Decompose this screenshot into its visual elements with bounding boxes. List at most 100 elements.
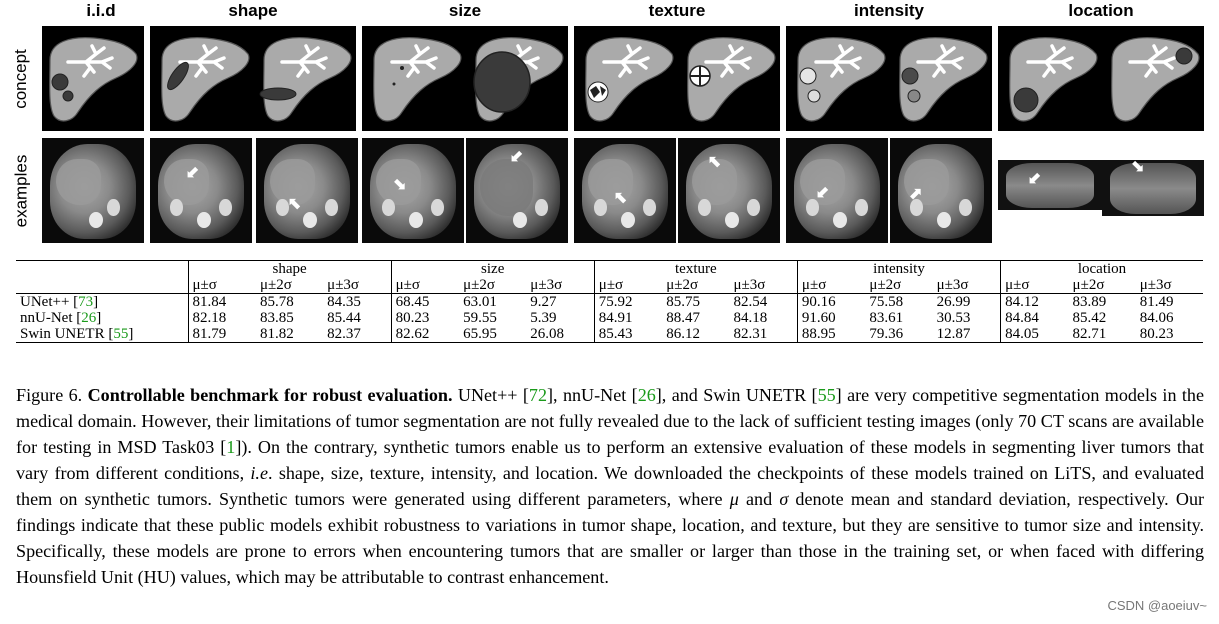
example-intensity-ct-2: ⬈ bbox=[890, 138, 992, 243]
column-header-location: location bbox=[1068, 1, 1134, 20]
table-cell: 88.95 bbox=[796, 326, 866, 343]
example-location-ct-1: ⬋ bbox=[998, 160, 1102, 210]
table-cell: 84.35 bbox=[327, 294, 361, 310]
caption-title: Controllable benchmark for robust evalua… bbox=[87, 385, 453, 405]
table-cell: 59.55 bbox=[463, 310, 497, 326]
arrow-icon: ⬋ bbox=[510, 146, 525, 166]
figure-6: i.i.d shape size texture intensity locat… bbox=[0, 0, 1219, 250]
table-cell: 81.49 bbox=[1139, 294, 1174, 310]
table-cell: 75.92 bbox=[593, 293, 663, 310]
group-header-shape: shape bbox=[187, 260, 392, 277]
concept-location-panel bbox=[998, 26, 1204, 131]
model-name: Swin UNETR bbox=[20, 326, 105, 342]
caption-text: UNet++ [ bbox=[457, 385, 529, 405]
table-cell: 85.78 bbox=[259, 294, 294, 310]
table-cell: 82.62 bbox=[390, 326, 460, 343]
example-texture-ct-2: ⬉ bbox=[678, 138, 780, 243]
arrow-icon: ⬋ bbox=[1028, 168, 1043, 188]
table-cell: 81.84 bbox=[187, 293, 256, 310]
concept-intensity-panel bbox=[786, 26, 992, 131]
table-cell: 79.36 bbox=[865, 326, 933, 343]
table-cell: 88.47 bbox=[666, 310, 701, 326]
table-group-header-row: shape size texture intensity location bbox=[16, 260, 1203, 277]
column-header-iid: i.i.d bbox=[86, 1, 116, 20]
table-cell: 30.53 bbox=[936, 310, 971, 326]
table-cell: 83.61 bbox=[869, 310, 904, 326]
table-cell: 82.18 bbox=[187, 310, 256, 326]
citation-link[interactable]: 55 bbox=[113, 326, 129, 342]
subheader: μ±σ bbox=[390, 277, 460, 294]
example-shape-ct-1: ⬋ bbox=[150, 138, 252, 243]
caption-text: . shape, size, texture, intensity, and l… bbox=[16, 463, 1204, 509]
table-cell: 84.84 bbox=[1000, 310, 1069, 326]
table-cell: 83.89 bbox=[1072, 294, 1107, 310]
citation-link[interactable]: 73 bbox=[78, 294, 94, 310]
table-cell: 12.87 bbox=[932, 326, 1001, 343]
row-label-examples: examples bbox=[11, 154, 31, 227]
model-name: UNet++ bbox=[20, 294, 70, 310]
subheader: μ±σ bbox=[1000, 277, 1069, 294]
table-cell: 5.39 bbox=[530, 310, 557, 326]
subheader: μ±3σ bbox=[729, 277, 798, 294]
arrow-icon: ⬊ bbox=[392, 174, 407, 194]
table-cell: 84.91 bbox=[593, 310, 663, 326]
table-cell: 75.58 bbox=[869, 294, 904, 310]
subheader: μ±σ bbox=[796, 277, 866, 294]
table-cell: 84.06 bbox=[1139, 310, 1174, 326]
caption-text: ] are very competitive segmentation mode… bbox=[16, 385, 1204, 457]
table-cell: 84.18 bbox=[733, 310, 768, 326]
table-cell: 68.45 bbox=[390, 293, 460, 310]
column-header-texture: texture bbox=[648, 1, 706, 20]
table-cell: 85.44 bbox=[327, 310, 361, 326]
caption-text: and bbox=[738, 489, 780, 509]
table-cell: 65.95 bbox=[459, 326, 527, 343]
example-size-ct-2: ⬋ bbox=[466, 138, 568, 243]
table-cell: 81.82 bbox=[255, 326, 324, 343]
citation-link[interactable]: 26 bbox=[81, 310, 97, 326]
subheader: μ±2σ bbox=[662, 277, 730, 294]
figure-caption: Figure 6. Controllable benchmark for rob… bbox=[16, 382, 1204, 590]
subheader: μ±3σ bbox=[1135, 277, 1203, 294]
subheader: μ±3σ bbox=[526, 277, 595, 294]
arrow-icon: ⬉ bbox=[614, 188, 629, 208]
group-header-size: size bbox=[390, 260, 595, 277]
subheader: μ±σ bbox=[187, 277, 256, 294]
concept-iid-panel bbox=[42, 26, 144, 131]
table-cell: 85.43 bbox=[593, 326, 663, 343]
table-cell: 26.99 bbox=[936, 294, 971, 310]
subheader: μ±2σ bbox=[865, 277, 933, 294]
table-cell: 81.79 bbox=[187, 326, 256, 343]
arrow-icon: ⬉ bbox=[288, 194, 303, 214]
concept-shape-panel bbox=[150, 26, 356, 131]
citation-link[interactable]: 1 bbox=[226, 437, 236, 457]
example-texture-ct-1: ⬉ bbox=[574, 138, 676, 243]
mu-symbol: μ bbox=[729, 489, 739, 509]
table-cell: 86.12 bbox=[662, 326, 730, 343]
example-location-ct-2: ⬊ bbox=[1102, 160, 1204, 216]
example-intensity-ct-1: ⬋ bbox=[786, 138, 888, 243]
table-cell: 82.71 bbox=[1068, 326, 1136, 343]
citation-link[interactable]: 26 bbox=[637, 385, 656, 405]
subheader: μ±3σ bbox=[932, 277, 1001, 294]
table-cell: 82.54 bbox=[733, 294, 768, 310]
example-iid-ct bbox=[42, 138, 144, 243]
concept-texture-panel bbox=[574, 26, 780, 131]
concept-size-panel bbox=[362, 26, 568, 131]
table-cell: 91.60 bbox=[796, 310, 866, 326]
citation-link[interactable]: 72 bbox=[528, 385, 548, 405]
caption-text: denote mean and standard deviation, resp… bbox=[16, 489, 1205, 587]
subheader: μ±2σ bbox=[1068, 277, 1136, 294]
table-cell: 85.75 bbox=[666, 294, 701, 310]
example-shape-ct-2: ⬉ bbox=[256, 138, 358, 243]
results-table: shape size texture intensity location μ±… bbox=[16, 260, 1203, 343]
caption-italic: i.e bbox=[250, 463, 268, 483]
group-header-intensity: intensity bbox=[796, 260, 1001, 277]
citation-link[interactable]: 55 bbox=[817, 385, 836, 405]
model-name-cell: nnU-Net [26] bbox=[20, 310, 102, 326]
caption-label: Figure 6. bbox=[16, 385, 83, 405]
sigma-symbol: σ bbox=[779, 489, 789, 509]
arrow-icon: ⬊ bbox=[1130, 160, 1145, 176]
caption-text: ], nnU-Net [ bbox=[547, 385, 638, 405]
